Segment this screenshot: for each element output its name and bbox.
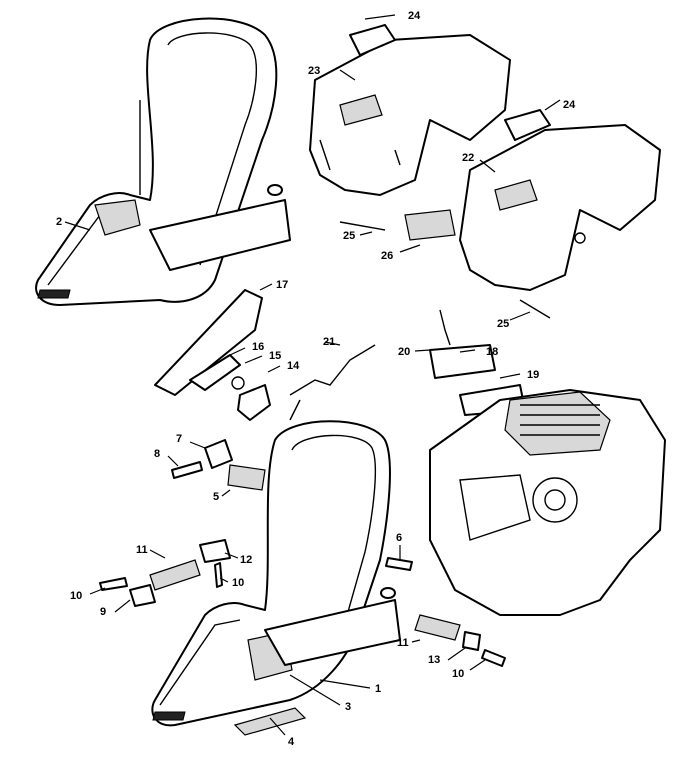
callout-5: 5 <box>213 491 219 503</box>
callout-10-right: 10 <box>452 668 464 680</box>
callout-9: 9 <box>100 606 106 618</box>
engine-block <box>429 389 666 616</box>
callout-19: 19 <box>527 369 539 381</box>
callout-8: 8 <box>154 448 160 460</box>
callout-11-right: 11 <box>397 637 409 649</box>
cover-clip-24 <box>349 24 551 141</box>
callout-26: 26 <box>381 250 393 262</box>
callout-2: 2 <box>56 216 62 228</box>
leader-lines <box>64 14 561 736</box>
callout-12: 12 <box>240 554 252 566</box>
callout-10-left: 10 <box>70 590 82 602</box>
callout-24-top: 24 <box>408 10 421 22</box>
callout-3: 3 <box>345 701 351 713</box>
callout-7: 7 <box>176 433 182 445</box>
callout-6: 6 <box>396 532 402 544</box>
callout-13: 13 <box>428 654 440 666</box>
callout-25-left: 25 <box>343 230 355 242</box>
callouts: 24 23 24 22 2 25 26 17 25 21 16 18 20 15… <box>56 10 576 748</box>
shroud-cover-22 <box>459 124 661 291</box>
callout-25-right: 25 <box>497 318 509 330</box>
callout-23: 23 <box>308 65 320 77</box>
callout-16: 16 <box>252 341 264 353</box>
callout-1: 1 <box>375 683 381 695</box>
handle-frame-lower <box>151 420 401 727</box>
callout-21: 21 <box>323 336 335 348</box>
callout-15: 15 <box>269 350 281 362</box>
handle-frame-upper <box>35 17 291 306</box>
shroud-cover-23 <box>309 34 511 196</box>
callout-24-right: 24 <box>563 99 576 111</box>
callout-10-mid: 10 <box>232 577 244 589</box>
callout-14: 14 <box>287 360 300 372</box>
callout-17: 17 <box>276 279 288 291</box>
callout-22: 22 <box>462 152 474 164</box>
callout-11-left: 11 <box>136 544 148 556</box>
callout-4: 4 <box>288 736 295 748</box>
callout-20: 20 <box>398 346 410 358</box>
callout-18: 18 <box>486 346 498 358</box>
small-parts <box>99 209 551 736</box>
